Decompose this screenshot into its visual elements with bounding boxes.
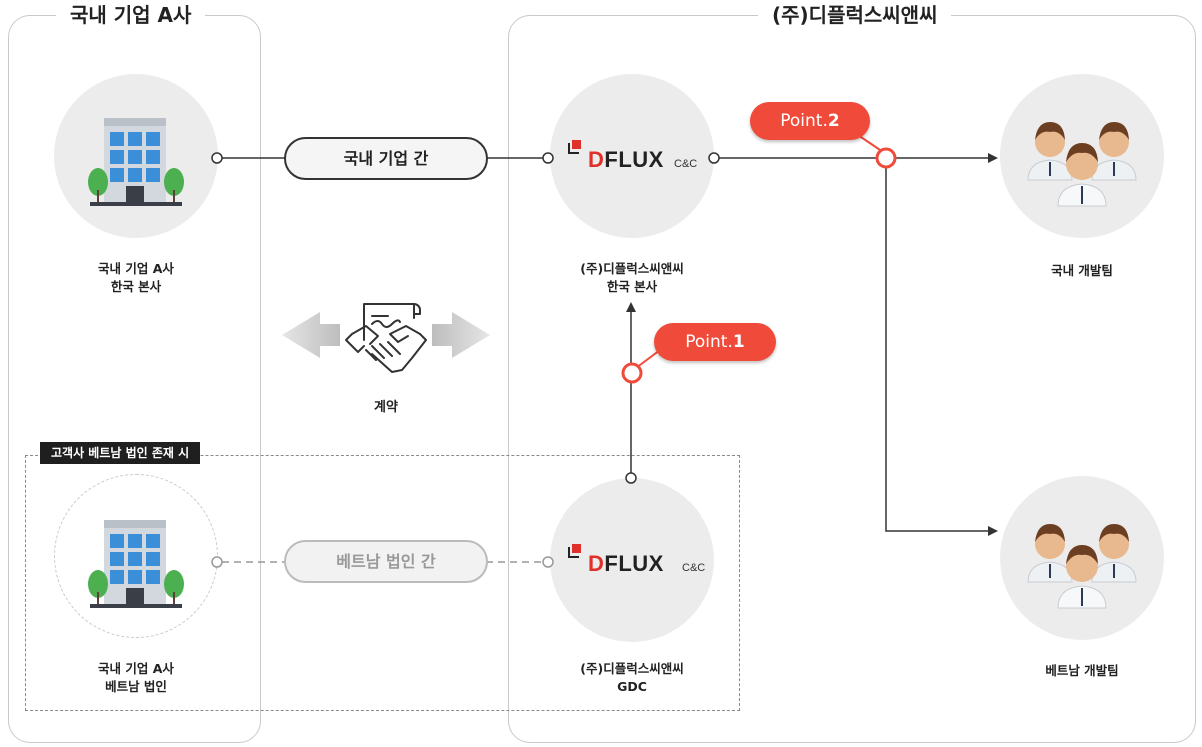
vietnam-link-start-dot bbox=[211, 556, 223, 568]
vietnam-dashed-box bbox=[25, 455, 740, 711]
dflux-gdc-sub: GDC bbox=[617, 679, 647, 694]
logo-suffix: C&C bbox=[682, 562, 706, 574]
dflux-hq-name: (주)디플럭스씨앤씨 bbox=[580, 261, 684, 276]
vietnam-condition-tag: 고객사 베트남 법인 존재 시 bbox=[40, 442, 201, 464]
team-kr-caption: 국내 개발팀 bbox=[1051, 263, 1113, 278]
vietnam-link-end-dot bbox=[542, 556, 554, 568]
team-kr-people-icon bbox=[1027, 122, 1137, 207]
company-vn-building-icon bbox=[88, 520, 184, 608]
dflux-hq-caption: (주)디플럭스씨앤씨 한국 본사 bbox=[532, 260, 732, 296]
point1-prefix: Point. bbox=[685, 332, 733, 352]
company-hq-building-icon bbox=[88, 118, 184, 206]
company-vn-sub: 베트남 법인 bbox=[105, 679, 167, 694]
hq-to-team-vn-arrow bbox=[885, 158, 998, 536]
vietnam-link-label: 베트남 법인 간 bbox=[284, 540, 488, 583]
left-group-title: 국내 기업 A사 bbox=[56, 3, 206, 27]
handshake-icon bbox=[345, 303, 427, 373]
point2-number: 2 bbox=[827, 111, 840, 131]
dflux-hq-logo: DFLUX C&C bbox=[568, 140, 718, 180]
logo-mark-icon bbox=[568, 544, 582, 558]
dflux-gdc-circle bbox=[550, 478, 714, 642]
contract-left-arrow bbox=[282, 312, 340, 358]
logo-brand-rest: FLUX bbox=[604, 147, 664, 172]
company-hq-caption: 국내 기업 A사 한국 본사 bbox=[36, 260, 236, 296]
dflux-hq-circle bbox=[550, 74, 714, 238]
team-vn-people-icon bbox=[1027, 524, 1137, 609]
dflux-gdc-caption: (주)디플럭스씨앤씨 GDC bbox=[532, 660, 732, 696]
domestic-link-end-dot bbox=[542, 152, 554, 164]
point1-number: 1 bbox=[732, 332, 745, 352]
point2-pointer bbox=[857, 134, 884, 153]
point1-node bbox=[621, 362, 643, 384]
gdc-start-dot bbox=[625, 472, 637, 484]
point1-badge: Point.1 bbox=[654, 323, 776, 361]
team-vn-caption: 베트남 개발팀 bbox=[1045, 663, 1119, 678]
logo-suffix: C&C bbox=[674, 158, 698, 170]
dflux-gdc-logo: DFLUX C&C bbox=[568, 544, 718, 584]
contract-label: 계약 bbox=[374, 400, 398, 415]
company-vn-caption: 국내 기업 A사 베트남 법인 bbox=[36, 660, 236, 696]
domestic-link-label: 국내 기업 간 bbox=[284, 137, 488, 180]
right-group-title: (주)디플럭스씨앤씨 bbox=[758, 3, 952, 27]
company-hq-name: 국내 기업 A사 bbox=[98, 261, 174, 276]
company-hq-sub: 한국 본사 bbox=[110, 279, 162, 294]
dflux-hq-sub: 한국 본사 bbox=[606, 279, 658, 294]
logo-mark-icon bbox=[568, 140, 582, 154]
contract-right-arrow bbox=[432, 312, 490, 358]
domestic-link-start-dot bbox=[211, 152, 223, 164]
logo-brand-rest: FLUX bbox=[604, 551, 664, 576]
company-vn-name: 국내 기업 A사 bbox=[98, 661, 174, 676]
point2-node bbox=[875, 147, 897, 169]
point2-prefix: Point. bbox=[780, 111, 828, 131]
logo-brand-first: D bbox=[588, 147, 605, 172]
hq-out-dot bbox=[708, 152, 720, 164]
point1-pointer bbox=[635, 349, 661, 369]
logo-brand-first: D bbox=[588, 551, 605, 576]
dflux-gdc-name: (주)디플럭스씨앤씨 bbox=[580, 661, 684, 676]
point2-badge: Point.2 bbox=[750, 102, 870, 140]
